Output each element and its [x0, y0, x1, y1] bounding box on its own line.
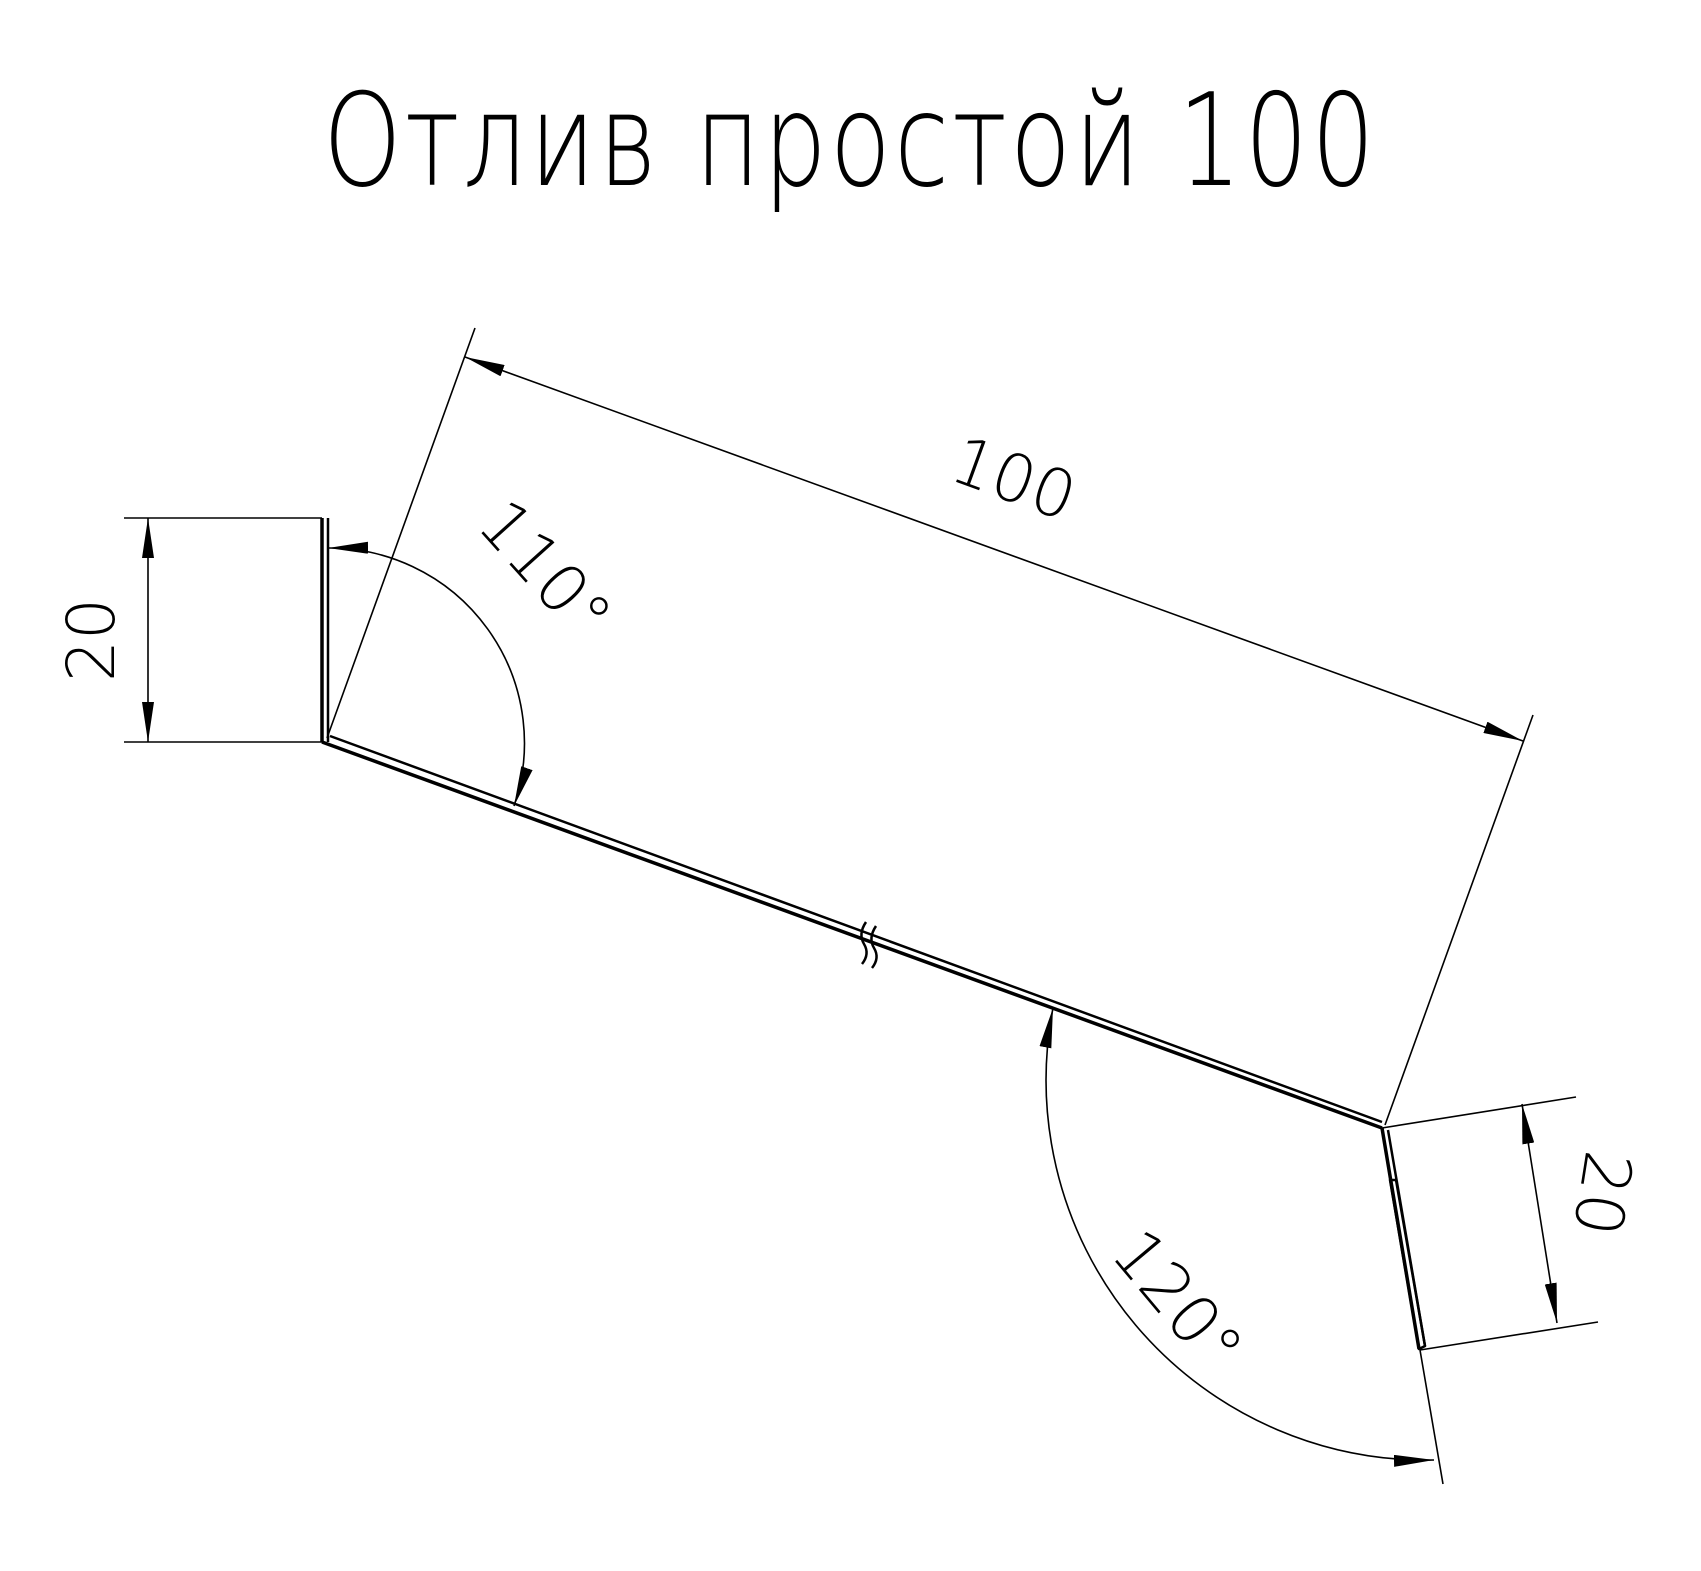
angle-left-arc	[327, 541, 533, 807]
dimension-label-left-20: 20	[53, 598, 130, 682]
main-slope	[321, 740, 1383, 1130]
extension-line-right	[1384, 714, 1534, 1126]
break-mark	[860, 921, 878, 969]
dimension-label-right-20: 20	[1558, 1146, 1647, 1241]
extension-line-angle	[1419, 1349, 1444, 1485]
page-title: Отлив простой 100	[323, 67, 1378, 216]
dimension-label-100: 100	[941, 421, 1086, 536]
angle-label-120: 120°	[1097, 1215, 1258, 1386]
hem-fold	[1388, 1178, 1427, 1351]
dimension-line	[464, 356, 1524, 742]
angle-right-arc	[1039, 1007, 1444, 1485]
dimension-left-flange	[124, 517, 322, 743]
dimension-main-length	[326, 327, 1534, 1126]
dimension-line	[1521, 1103, 1558, 1324]
extension-line-left	[326, 327, 476, 739]
